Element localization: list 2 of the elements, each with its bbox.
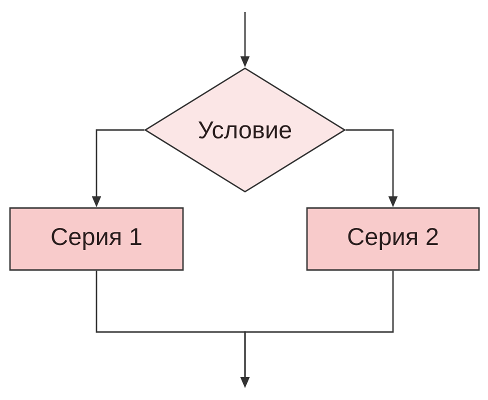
process-box: Серия 1 — [9, 207, 184, 271]
process-box: Серия 2 — [306, 207, 480, 271]
